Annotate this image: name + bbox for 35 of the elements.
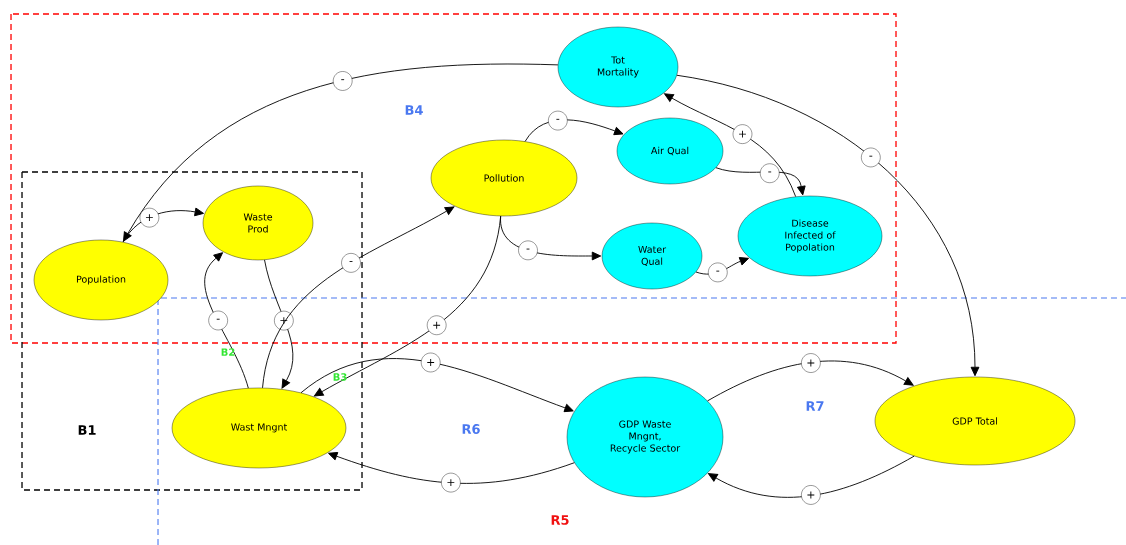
arrow [123,63,559,242]
polarity-sign: + [426,315,447,335]
polarity-sign: - [760,163,780,183]
arrow [264,259,294,389]
arrow [715,167,806,196]
arrow [262,206,455,389]
arrow [707,360,914,402]
polarity-sign: + [732,124,753,144]
arrow [204,252,249,389]
arrow [300,358,574,413]
polarity-sign: + [801,353,821,373]
arrow [122,207,204,243]
polarity-sign: + [801,485,821,505]
loop-label: B4 [405,105,423,115]
arrow [708,455,915,498]
polarity-sign: - [333,71,353,91]
polarity-sign: + [139,207,160,228]
loop-label: B1 [78,425,96,435]
polarity-sign: - [341,253,361,273]
arrow [524,119,624,142]
arrow [328,452,575,484]
loop-label: B3 [333,373,347,381]
polarity-sign: - [518,240,538,261]
arrow [664,93,797,198]
arrow [676,74,980,377]
polarity-sign: + [421,352,441,373]
loop-label: R5 [551,515,569,525]
polarity-sign: - [708,262,728,283]
polarity-sign: - [861,147,881,168]
loop-label: R6 [462,424,480,434]
polarity-sign: + [441,472,461,493]
loop-label: R7 [806,401,824,411]
arrow [500,215,602,261]
polarity-sign: - [548,110,568,131]
polarity-sign: - [208,310,228,331]
